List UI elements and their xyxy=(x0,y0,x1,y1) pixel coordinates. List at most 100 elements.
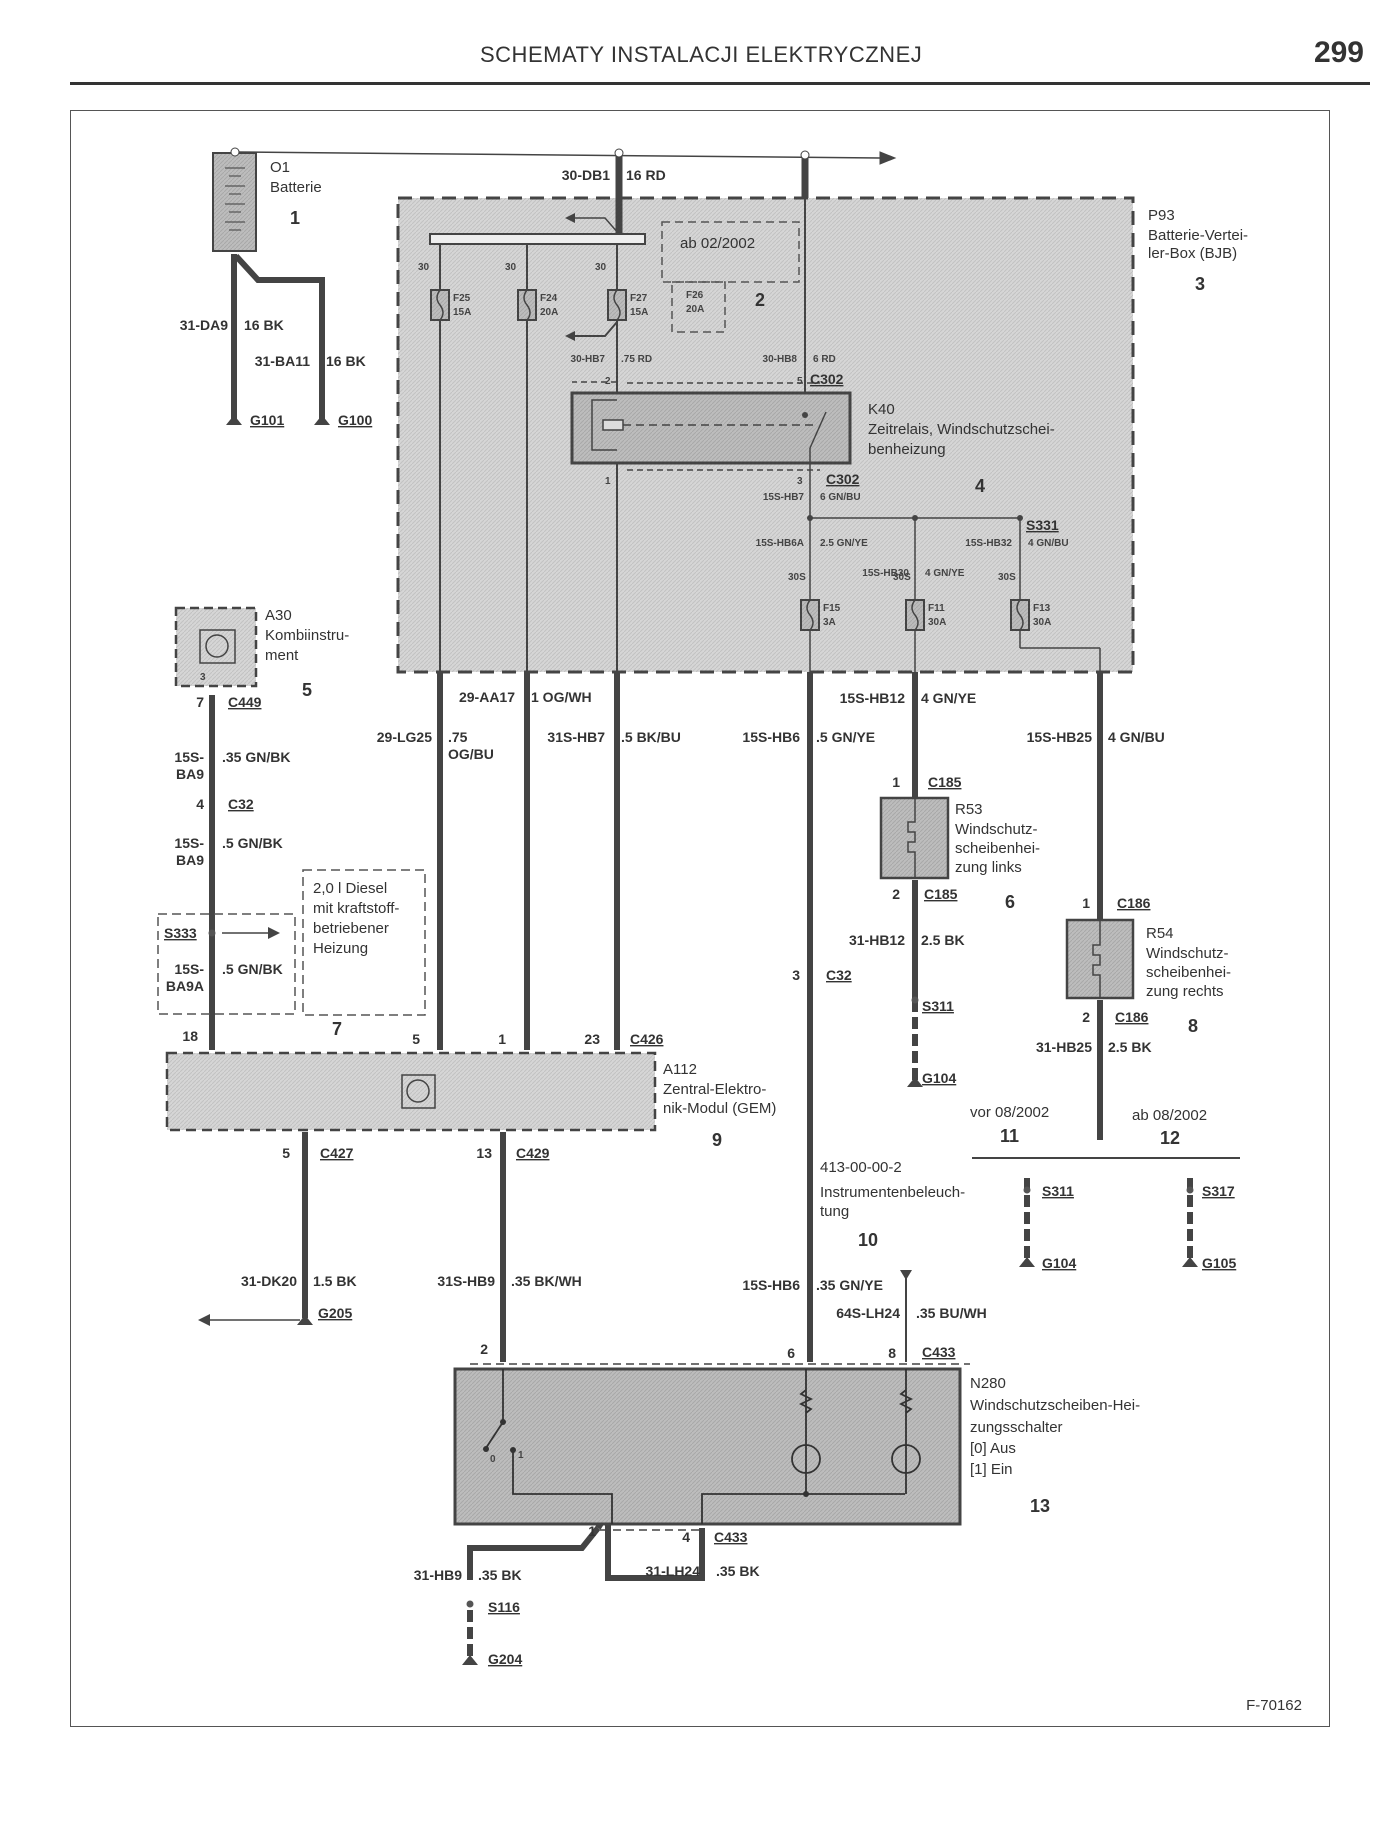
wire-circuit: 31-DK20 xyxy=(241,1273,297,1289)
wire-spec: .35 GN/YE xyxy=(816,1277,883,1293)
pin: 2 xyxy=(480,1341,488,1357)
pin: 1 xyxy=(588,1523,596,1539)
gem-a112 xyxy=(165,1051,657,1132)
page-header: SCHEMATY INSTALACJI ELEKTRYCZNEJ 299 xyxy=(70,30,1370,85)
ref-number: 4 xyxy=(975,476,985,496)
diesel-note: mit kraftstoff- xyxy=(313,900,399,917)
heater-name: Windschutz- xyxy=(1146,945,1229,962)
connector-id: C185 xyxy=(924,886,958,902)
fuse-id: F15 xyxy=(823,603,841,614)
connector-id: C32 xyxy=(826,967,852,983)
fuse-rating: 15A xyxy=(630,307,648,318)
fuse-id: F27 xyxy=(630,293,648,304)
diagram-frame xyxy=(70,110,1330,1727)
wire-spec: 1.5 BK xyxy=(313,1273,357,1289)
cluster-name: Kombiinstru- xyxy=(265,627,349,644)
pin: 18 xyxy=(182,1028,198,1044)
fuse-element-icon xyxy=(436,289,444,321)
instr-name: Instrumentenbeleuch- xyxy=(820,1184,965,1201)
connector-id: C186 xyxy=(1117,895,1151,911)
harness-wires xyxy=(209,672,1103,1581)
pin: 1 xyxy=(1082,895,1090,911)
splice-id: S116 xyxy=(488,1599,520,1615)
ground-wires-dashed xyxy=(467,1000,1193,1660)
s333-variant-box xyxy=(157,913,296,1015)
wire-spec: 4 GN/BU xyxy=(1028,538,1069,549)
connector-id: C429 xyxy=(516,1145,550,1161)
wire-spec: .35 GN/BK xyxy=(222,749,290,765)
switch-code: N280 xyxy=(970,1375,1006,1392)
gem-name: nik-Modul (GEM) xyxy=(663,1100,776,1117)
wire-spec: 4 GN/YE xyxy=(925,568,965,579)
pin: 6 xyxy=(787,1345,795,1361)
fuse-terminal: 30S xyxy=(893,572,911,583)
fuse-id: F13 xyxy=(1033,603,1051,614)
wire-spec: 6 GN/BU xyxy=(820,492,861,503)
cluster-name: ment xyxy=(265,647,299,664)
fuse-rating: 15A xyxy=(453,307,471,318)
wire-circuit: 15S-HB7 xyxy=(763,492,805,503)
fuse-id: F25 xyxy=(453,293,471,304)
diesel-note: 2,0 l Diesel xyxy=(313,880,387,897)
variant-box-2002 xyxy=(661,221,800,283)
heater-name: scheibenhei- xyxy=(955,840,1040,857)
wire-circuit: 64S-LH24 xyxy=(836,1305,900,1321)
pin: 4 xyxy=(682,1529,690,1545)
variant-label: ab 02/2002 xyxy=(680,235,755,252)
wire-spec: .35 BK xyxy=(716,1563,760,1579)
wire-circuit: 31-DA9 xyxy=(180,317,228,333)
wire-spec: 6 RD xyxy=(813,354,836,365)
fuse-rating: 30A xyxy=(1033,617,1051,628)
bjb-name: Batterie-Vertei- xyxy=(1148,227,1248,244)
relay-name: Zeitrelais, Windschutzschei- xyxy=(868,421,1055,438)
gem-code: A112 xyxy=(663,1061,697,1078)
wire-spec: OG/BU xyxy=(448,746,494,762)
pin: 4 xyxy=(196,796,204,812)
heater-code: R53 xyxy=(955,801,983,818)
diesel-note: betriebener xyxy=(313,920,389,937)
ground-id: G104 xyxy=(1042,1255,1076,1271)
pin: 7 xyxy=(196,694,204,710)
switch-internals xyxy=(485,1369,921,1524)
fuse-terminal: 30S xyxy=(788,572,806,583)
wire-circuit: 30-DB1 xyxy=(562,167,610,183)
wire-circuit: 31-HB9 xyxy=(414,1567,462,1583)
wire-circuit: 15S-HB6 xyxy=(742,1277,800,1293)
pin: 1 xyxy=(498,1031,506,1047)
connector-id: C433 xyxy=(922,1344,956,1360)
heater-name: zung rechts xyxy=(1146,983,1224,1000)
fuse-id: F24 xyxy=(540,293,558,304)
heater-name: Windschutz- xyxy=(955,821,1038,838)
wire-spec: 4 GN/BU xyxy=(1108,729,1165,745)
fuse-rating: 20A xyxy=(540,307,558,318)
ground-id: G204 xyxy=(488,1651,522,1667)
ground-id: G104 xyxy=(922,1070,956,1086)
heater-code: R54 xyxy=(1146,925,1174,942)
ref-number: 7 xyxy=(332,1019,342,1039)
wire-circuit: 15S-HB30 xyxy=(862,568,909,579)
connector-id: C302 xyxy=(826,471,860,487)
pin: 13 xyxy=(476,1145,492,1161)
fuse-rating: 30A xyxy=(928,617,946,628)
pin: 5 xyxy=(412,1031,420,1047)
splice-id: S333 xyxy=(164,925,197,941)
variant-label: vor 08/2002 xyxy=(970,1104,1049,1121)
busbar-arrow xyxy=(575,217,620,235)
cluster-code: A30 xyxy=(265,607,292,624)
wire-spec: 4 GN/YE xyxy=(921,690,976,706)
pin: 8 xyxy=(888,1345,896,1361)
relay-code: K40 xyxy=(868,401,895,418)
ref-number: 9 xyxy=(712,1130,722,1150)
ref-number: 3 xyxy=(1195,274,1205,294)
connector-id: C449 xyxy=(228,694,262,710)
ref-number: 10 xyxy=(858,1230,878,1250)
wire-spec: .75 RD xyxy=(621,354,652,365)
wire-spec: 16 BK xyxy=(244,317,284,333)
wire-spec: 16 BK xyxy=(326,353,366,369)
fuse-id: F11 xyxy=(928,603,945,614)
wire-spec: .75 xyxy=(448,729,468,745)
ref-number: 1 xyxy=(290,208,300,228)
splice-id: S317 xyxy=(1202,1183,1235,1199)
fuse-element-icon xyxy=(911,599,919,631)
